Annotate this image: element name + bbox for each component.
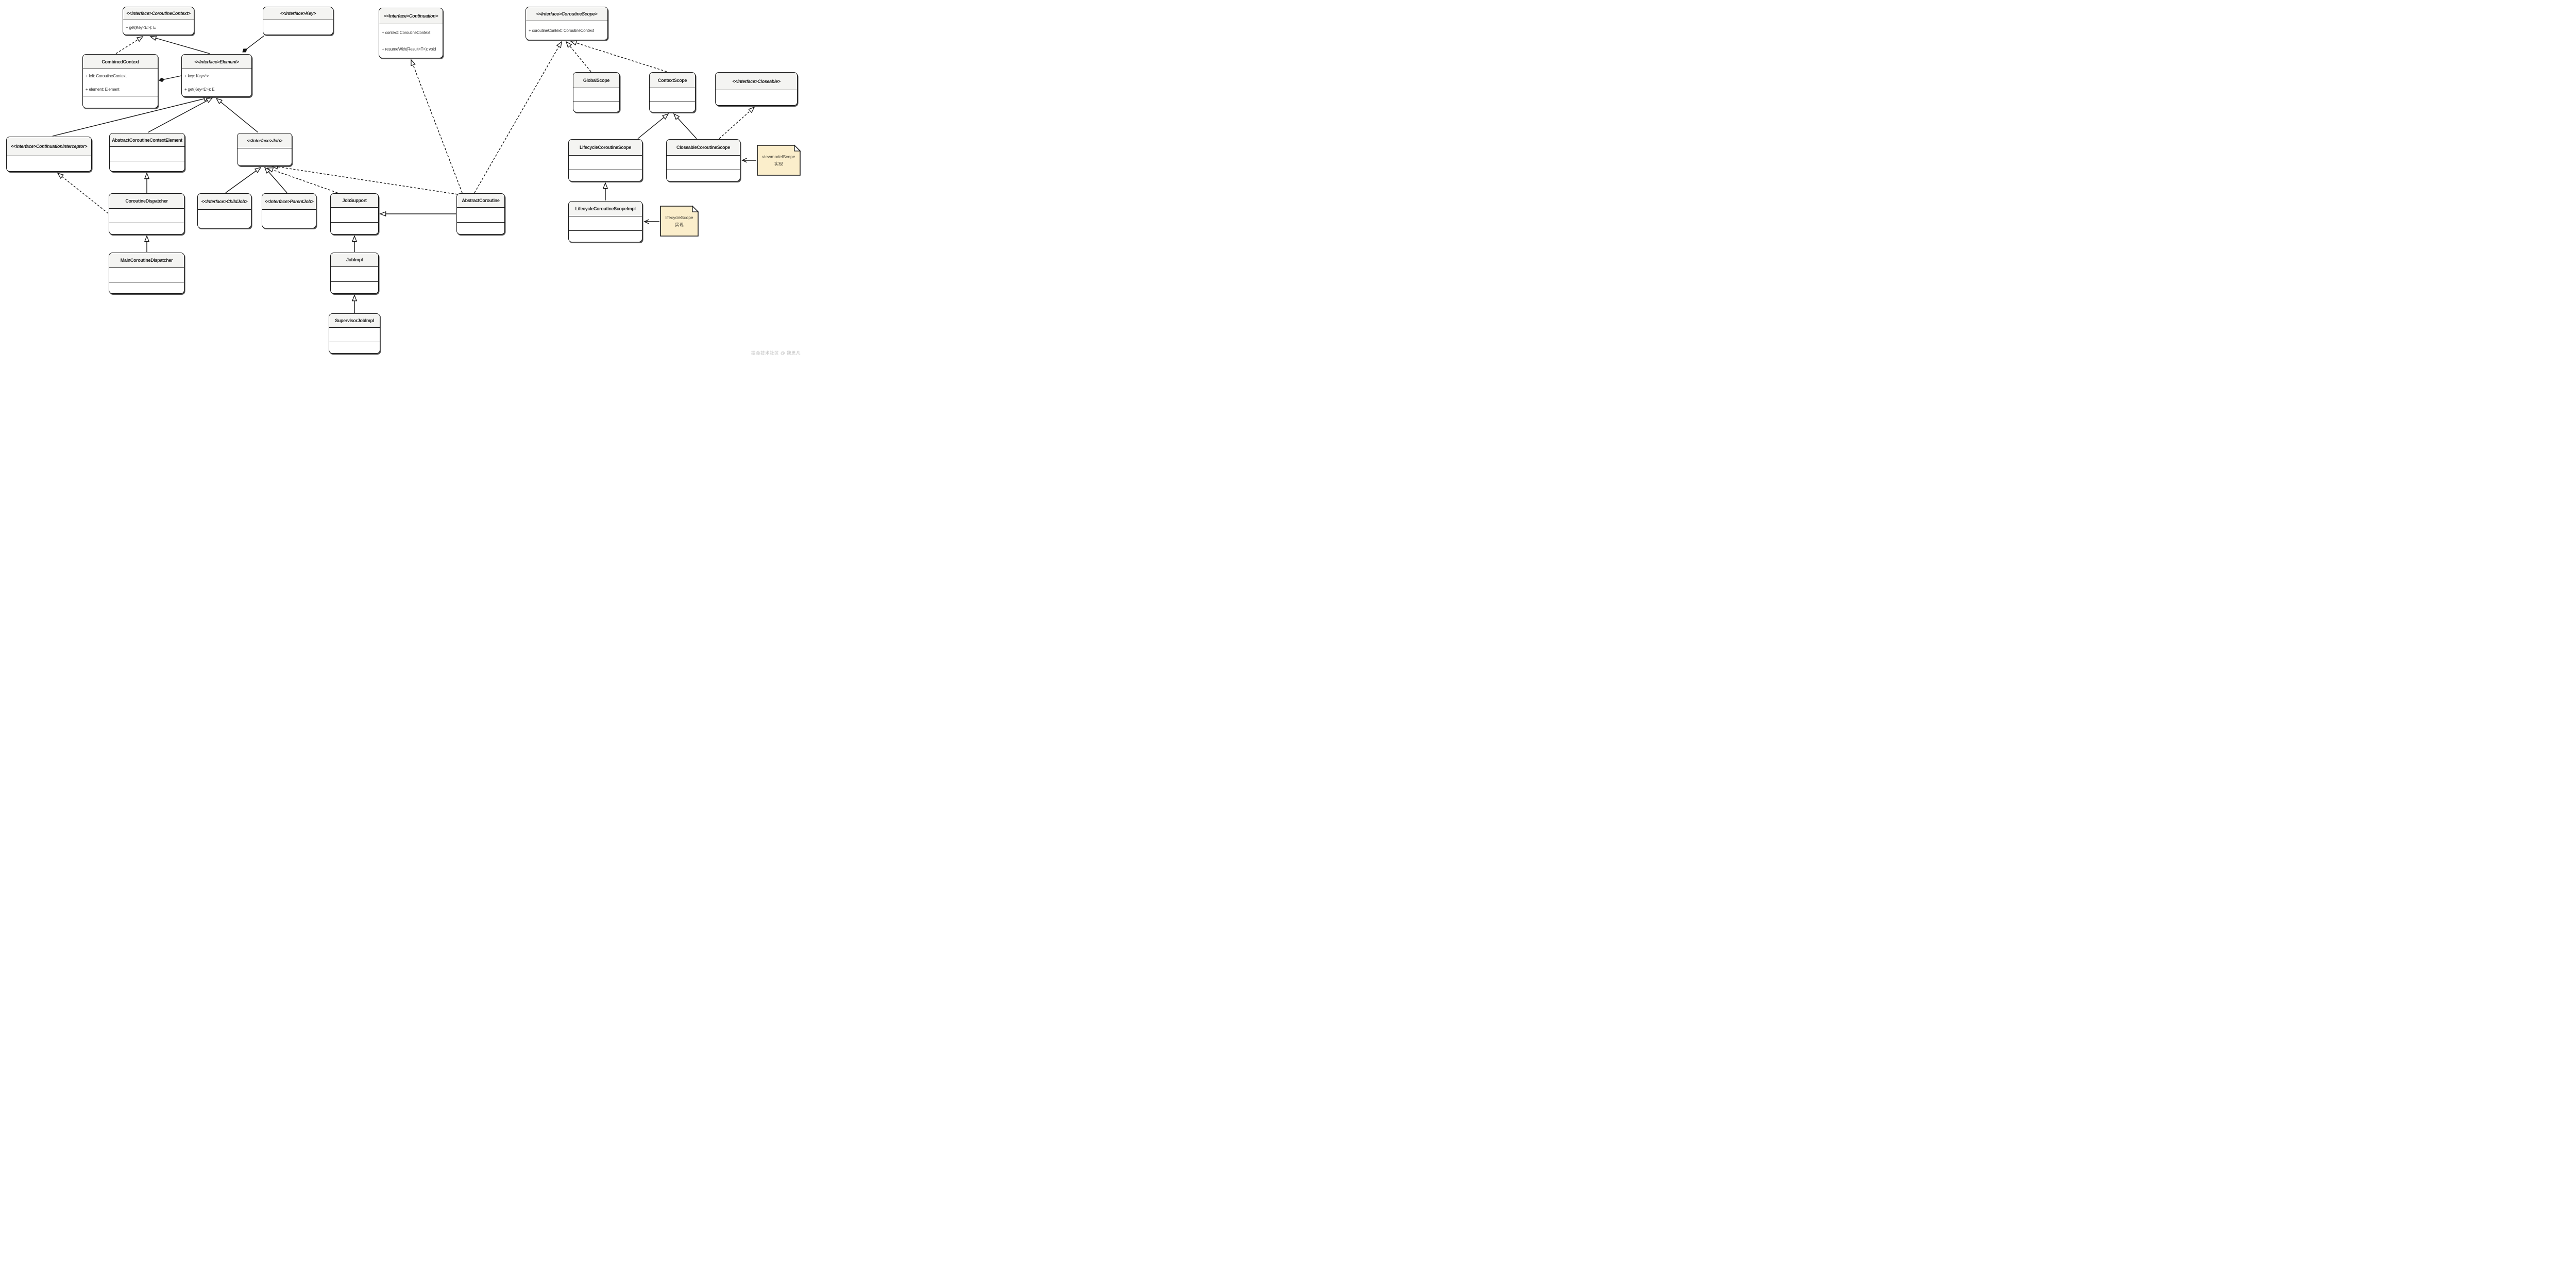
class-lifecyclecoroutinescopeimpl[interactable]: LifecycleCoroutineScopeImpl xyxy=(568,201,642,242)
class-contextscope[interactable]: ContextScope xyxy=(649,72,696,112)
edge-closeablecoroutinescope-realizes-closeable xyxy=(719,107,754,139)
class-title: <<Interface>ParentJob> xyxy=(262,194,316,210)
edge-element-composition-combinedcontext xyxy=(159,75,182,80)
class-attribute: + context: CoroutineContext xyxy=(382,30,430,35)
class-title: CloseableCoroutineScope xyxy=(667,140,740,156)
class-title: AbstractCoroutineContextElement xyxy=(110,133,184,147)
class-coroutinedispatcher[interactable]: CoroutineDispatcher xyxy=(109,193,184,234)
class-title: <<Interface>Job> xyxy=(238,133,292,148)
class-title: GlobalScope xyxy=(573,73,619,88)
class-title: JobImpl xyxy=(331,253,378,267)
note-viewmodelscope[interactable]: viewmodelScope 实现 xyxy=(757,145,800,175)
edge-abstractcoroutine-realizes-continuation xyxy=(411,60,463,193)
note-lifecyclescope[interactable]: lifecycleScope 实现 xyxy=(660,206,698,236)
edge-lifecyclecoroutinescope-extends-contextscope xyxy=(637,114,668,139)
note-line: lifecycleScope xyxy=(665,214,693,220)
class-title: <<Interface>Key> xyxy=(263,7,333,20)
class-jobimpl[interactable]: JobImpl xyxy=(330,253,379,294)
class-supervisorjobimpl[interactable]: SupervisorJobImpl xyxy=(329,313,380,354)
class-attribute: + element: Element xyxy=(86,87,120,92)
note-line: 实现 xyxy=(674,222,684,227)
class-combinedcontext[interactable]: CombinedContext + left: CoroutineContext… xyxy=(82,54,158,108)
note-viewmodelscope-fold xyxy=(794,144,801,152)
class-title: <<Interface>Closeable> xyxy=(716,73,797,90)
class-attribute: + left: CoroutineContext xyxy=(86,73,127,78)
class-title: <<Interface>Element> xyxy=(182,55,251,69)
edge-abstractcoroutine-realizes-job xyxy=(272,166,458,195)
edge-combinedcontext-realizes-coroutinecontext xyxy=(115,37,143,54)
class-title: <<Interface>Continuation> xyxy=(379,8,443,24)
class-title: JobSupport xyxy=(331,194,378,208)
edge-closeablecoroutinescope-extends-contextscope xyxy=(674,114,697,139)
note-viewmodelscope-shape xyxy=(757,145,801,176)
class-title: LifecycleCoroutineScope xyxy=(569,140,642,156)
note-line: viewmodelScope xyxy=(762,154,795,159)
class-childjob[interactable]: <<Interface>ChildJob> xyxy=(197,193,251,228)
edge-key-composition-element xyxy=(243,35,265,53)
class-coroutinecontext[interactable]: <<Interface>CoroutineContext> + get(Key<… xyxy=(123,7,194,35)
class-title: <<Interface>CoroutineContext> xyxy=(123,7,194,20)
class-title: ContextScope xyxy=(650,73,695,88)
class-element[interactable]: <<Interface>Element> + key: Key<*> + get… xyxy=(181,54,252,97)
relationship-layer xyxy=(52,35,801,313)
class-continuationinterceptor[interactable]: <<Interface>ContinuationInterceptor> xyxy=(6,137,92,172)
class-globalscope[interactable]: GlobalScope xyxy=(573,72,620,112)
class-attribute: + get(Key<E>): E xyxy=(126,25,156,30)
class-title: <<Interface>ChildJob> xyxy=(198,194,251,210)
class-attribute: + coroutineContext: CoroutineContext xyxy=(529,28,594,33)
class-attribute: + resumeWith(Result<T>): void xyxy=(382,47,436,52)
class-abstractcoroutinecontextelement[interactable]: AbstractCoroutineContextElement xyxy=(109,133,185,172)
edge-abstractcoroutinecontextelement-extends-element xyxy=(147,98,212,133)
edge-element-extends-coroutinecontext xyxy=(150,37,210,54)
class-parentjob[interactable]: <<Interface>ParentJob> xyxy=(262,193,316,228)
watermark: 掘金技术社区 @ 魏思凡 xyxy=(751,350,801,356)
class-attribute: + get(Key<E>): E xyxy=(184,87,215,92)
note-line: 实现 xyxy=(774,161,783,166)
class-jobsupport[interactable]: JobSupport xyxy=(330,193,379,234)
edge-abstractcoroutine-realizes-coroutinescope xyxy=(474,42,562,193)
class-maincoroutinedispatcher[interactable]: MainCoroutineDispatcher xyxy=(109,253,184,294)
uml-diagram-canvas: <<Interface>CoroutineContext> + get(Key<… xyxy=(0,0,804,360)
class-title: CombinedContext xyxy=(83,55,158,69)
class-closeable[interactable]: <<Interface>Closeable> xyxy=(715,72,798,106)
class-coroutinescope[interactable]: <<Interface>CoroutineScope> + coroutineC… xyxy=(526,7,608,40)
class-title: LifecycleCoroutineScopeImpl xyxy=(569,202,642,216)
class-key[interactable]: <<Interface>Key> xyxy=(263,7,333,35)
note-lifecyclescope-fold xyxy=(692,205,699,212)
class-continuation[interactable]: <<Interface>Continuation> + context: Cor… xyxy=(379,8,443,58)
edge-continuationinterceptor-extends-element xyxy=(52,97,210,137)
class-closeablecoroutinescope[interactable]: CloseableCoroutineScope xyxy=(666,139,740,181)
class-lifecyclecoroutinescope[interactable]: LifecycleCoroutineScope xyxy=(568,139,642,181)
edge-job-extends-element xyxy=(216,98,259,133)
note-lifecyclescope-shape xyxy=(660,206,699,237)
edge-childjob-extends-job xyxy=(225,167,261,193)
class-title: CoroutineDispatcher xyxy=(109,194,184,209)
class-title: MainCoroutineDispatcher xyxy=(109,253,184,268)
class-title: AbstractCoroutine xyxy=(457,194,504,208)
edge-jobsupport-realizes-job xyxy=(267,168,338,193)
class-title: <<Interface>ContinuationInterceptor> xyxy=(7,137,91,156)
class-title: SupervisorJobImpl xyxy=(329,314,380,328)
edge-globalscope-realizes-coroutinescope xyxy=(566,42,591,72)
edge-coroutinedispatcher-realizes-continuationinterceptor xyxy=(58,173,109,214)
class-job[interactable]: <<Interface>Job> xyxy=(237,133,292,166)
class-title: <<Interface>CoroutineScope> xyxy=(526,7,607,21)
class-abstractcoroutine[interactable]: AbstractCoroutine xyxy=(456,193,505,234)
edge-contextscope-realizes-coroutinescope xyxy=(571,41,667,72)
class-attribute: + key: Key<*> xyxy=(184,73,209,78)
